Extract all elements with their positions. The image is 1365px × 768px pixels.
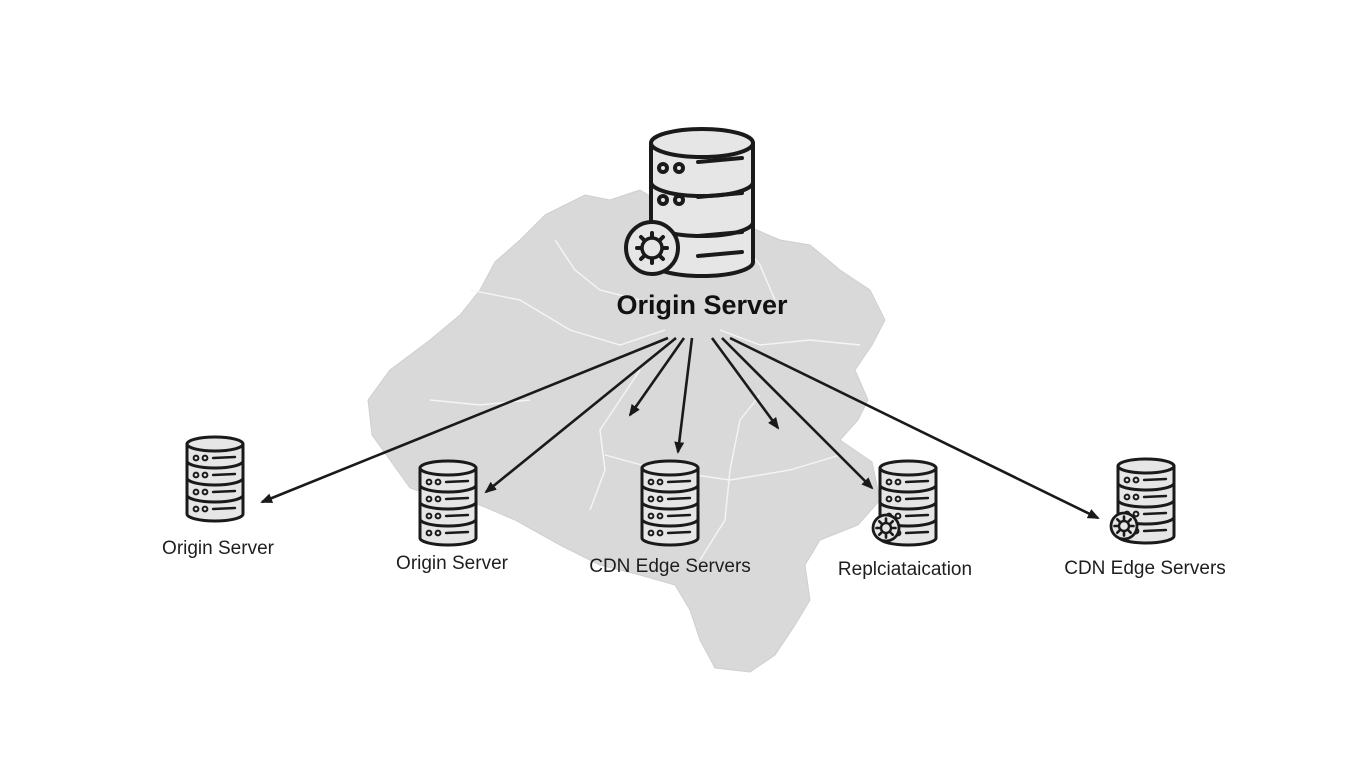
arrow-to-node-4 xyxy=(721,337,874,490)
node-2-server xyxy=(418,459,478,547)
node-1-server xyxy=(185,435,245,523)
arrow-to-node-2 xyxy=(484,336,677,494)
arrow-to-node-3-short xyxy=(710,337,780,430)
arrow-to-node-1 xyxy=(260,336,669,504)
node-2-label: Origin Server xyxy=(396,553,508,574)
node-1-label: Origin Server xyxy=(162,538,274,559)
gear-icon xyxy=(624,220,680,276)
arrow-to-node-2-short xyxy=(628,337,686,417)
database-server-icon xyxy=(185,435,245,523)
region-map xyxy=(367,189,886,673)
node-5-server xyxy=(1109,457,1176,545)
server-nodes xyxy=(185,435,1176,547)
node-5-label: CDN Edge Servers xyxy=(1064,558,1226,579)
origin-server-label: Origin Server xyxy=(616,290,788,320)
connection-arrows xyxy=(260,336,1100,520)
arrow-to-node-5 xyxy=(729,336,1100,520)
gear-icon xyxy=(1109,511,1139,541)
node-3-label: CDN Edge Servers xyxy=(589,556,751,577)
node-4-server xyxy=(871,459,938,547)
database-server-icon xyxy=(418,459,478,547)
node-3-server xyxy=(640,459,700,547)
node-4-label: Replciataication xyxy=(837,559,973,580)
gear-icon xyxy=(871,513,901,543)
database-server-icon xyxy=(640,459,700,547)
arrow-to-node-3 xyxy=(674,337,694,454)
origin-server-icon xyxy=(624,127,755,278)
